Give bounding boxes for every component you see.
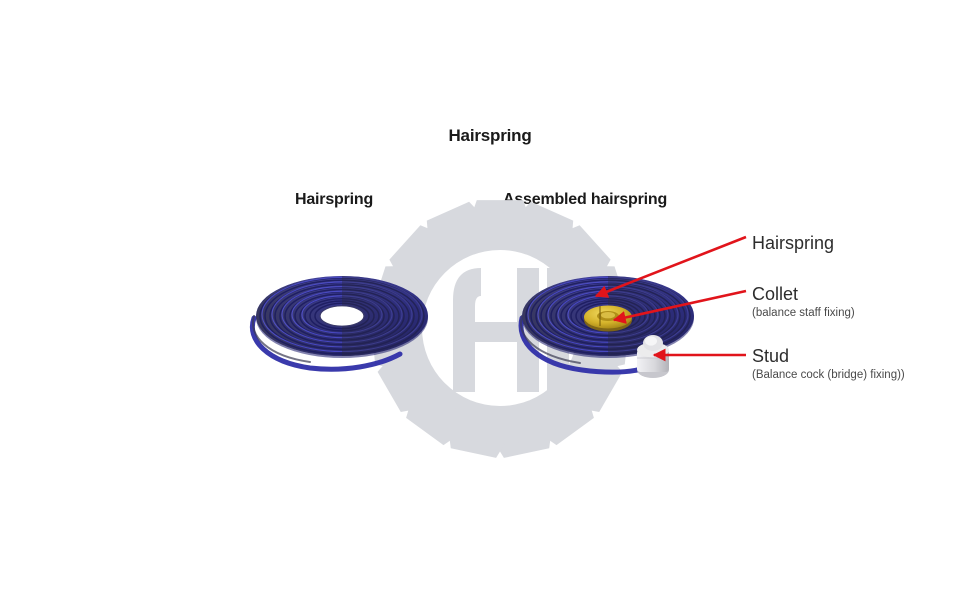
figure-caption-hairspring: Hairspring [295,191,374,208]
callout-stud: Stud (Balance cock (bridge) fixing)) [752,345,905,383]
callout-collet-subtitle: (balance staff fixing) [752,307,855,319]
hairspring-outer-tail [249,315,403,372]
callout-stud-title: Stud [752,346,790,366]
page-title: Hairspring [448,126,532,145]
assembled-hairspring-illustration [518,276,694,378]
callout-hairspring: Hairspring [752,232,834,254]
hairspring-coil [256,276,428,358]
assembled-hairspring-outer-tail [518,315,655,375]
callout-hairspring-title: Hairspring [752,233,835,253]
hairspring-illustration [249,276,428,372]
figure-caption-assembled-hairspring: Assembled hairspring [503,191,668,208]
callout-collet: Collet (balance staff fixing) [752,283,855,321]
callout-stud-subtitle: (Balance cock (bridge) fixing)) [752,369,905,381]
callout-collet-title: Collet [752,284,799,304]
hairspring-centre-hole [320,305,364,327]
collet [584,305,632,332]
